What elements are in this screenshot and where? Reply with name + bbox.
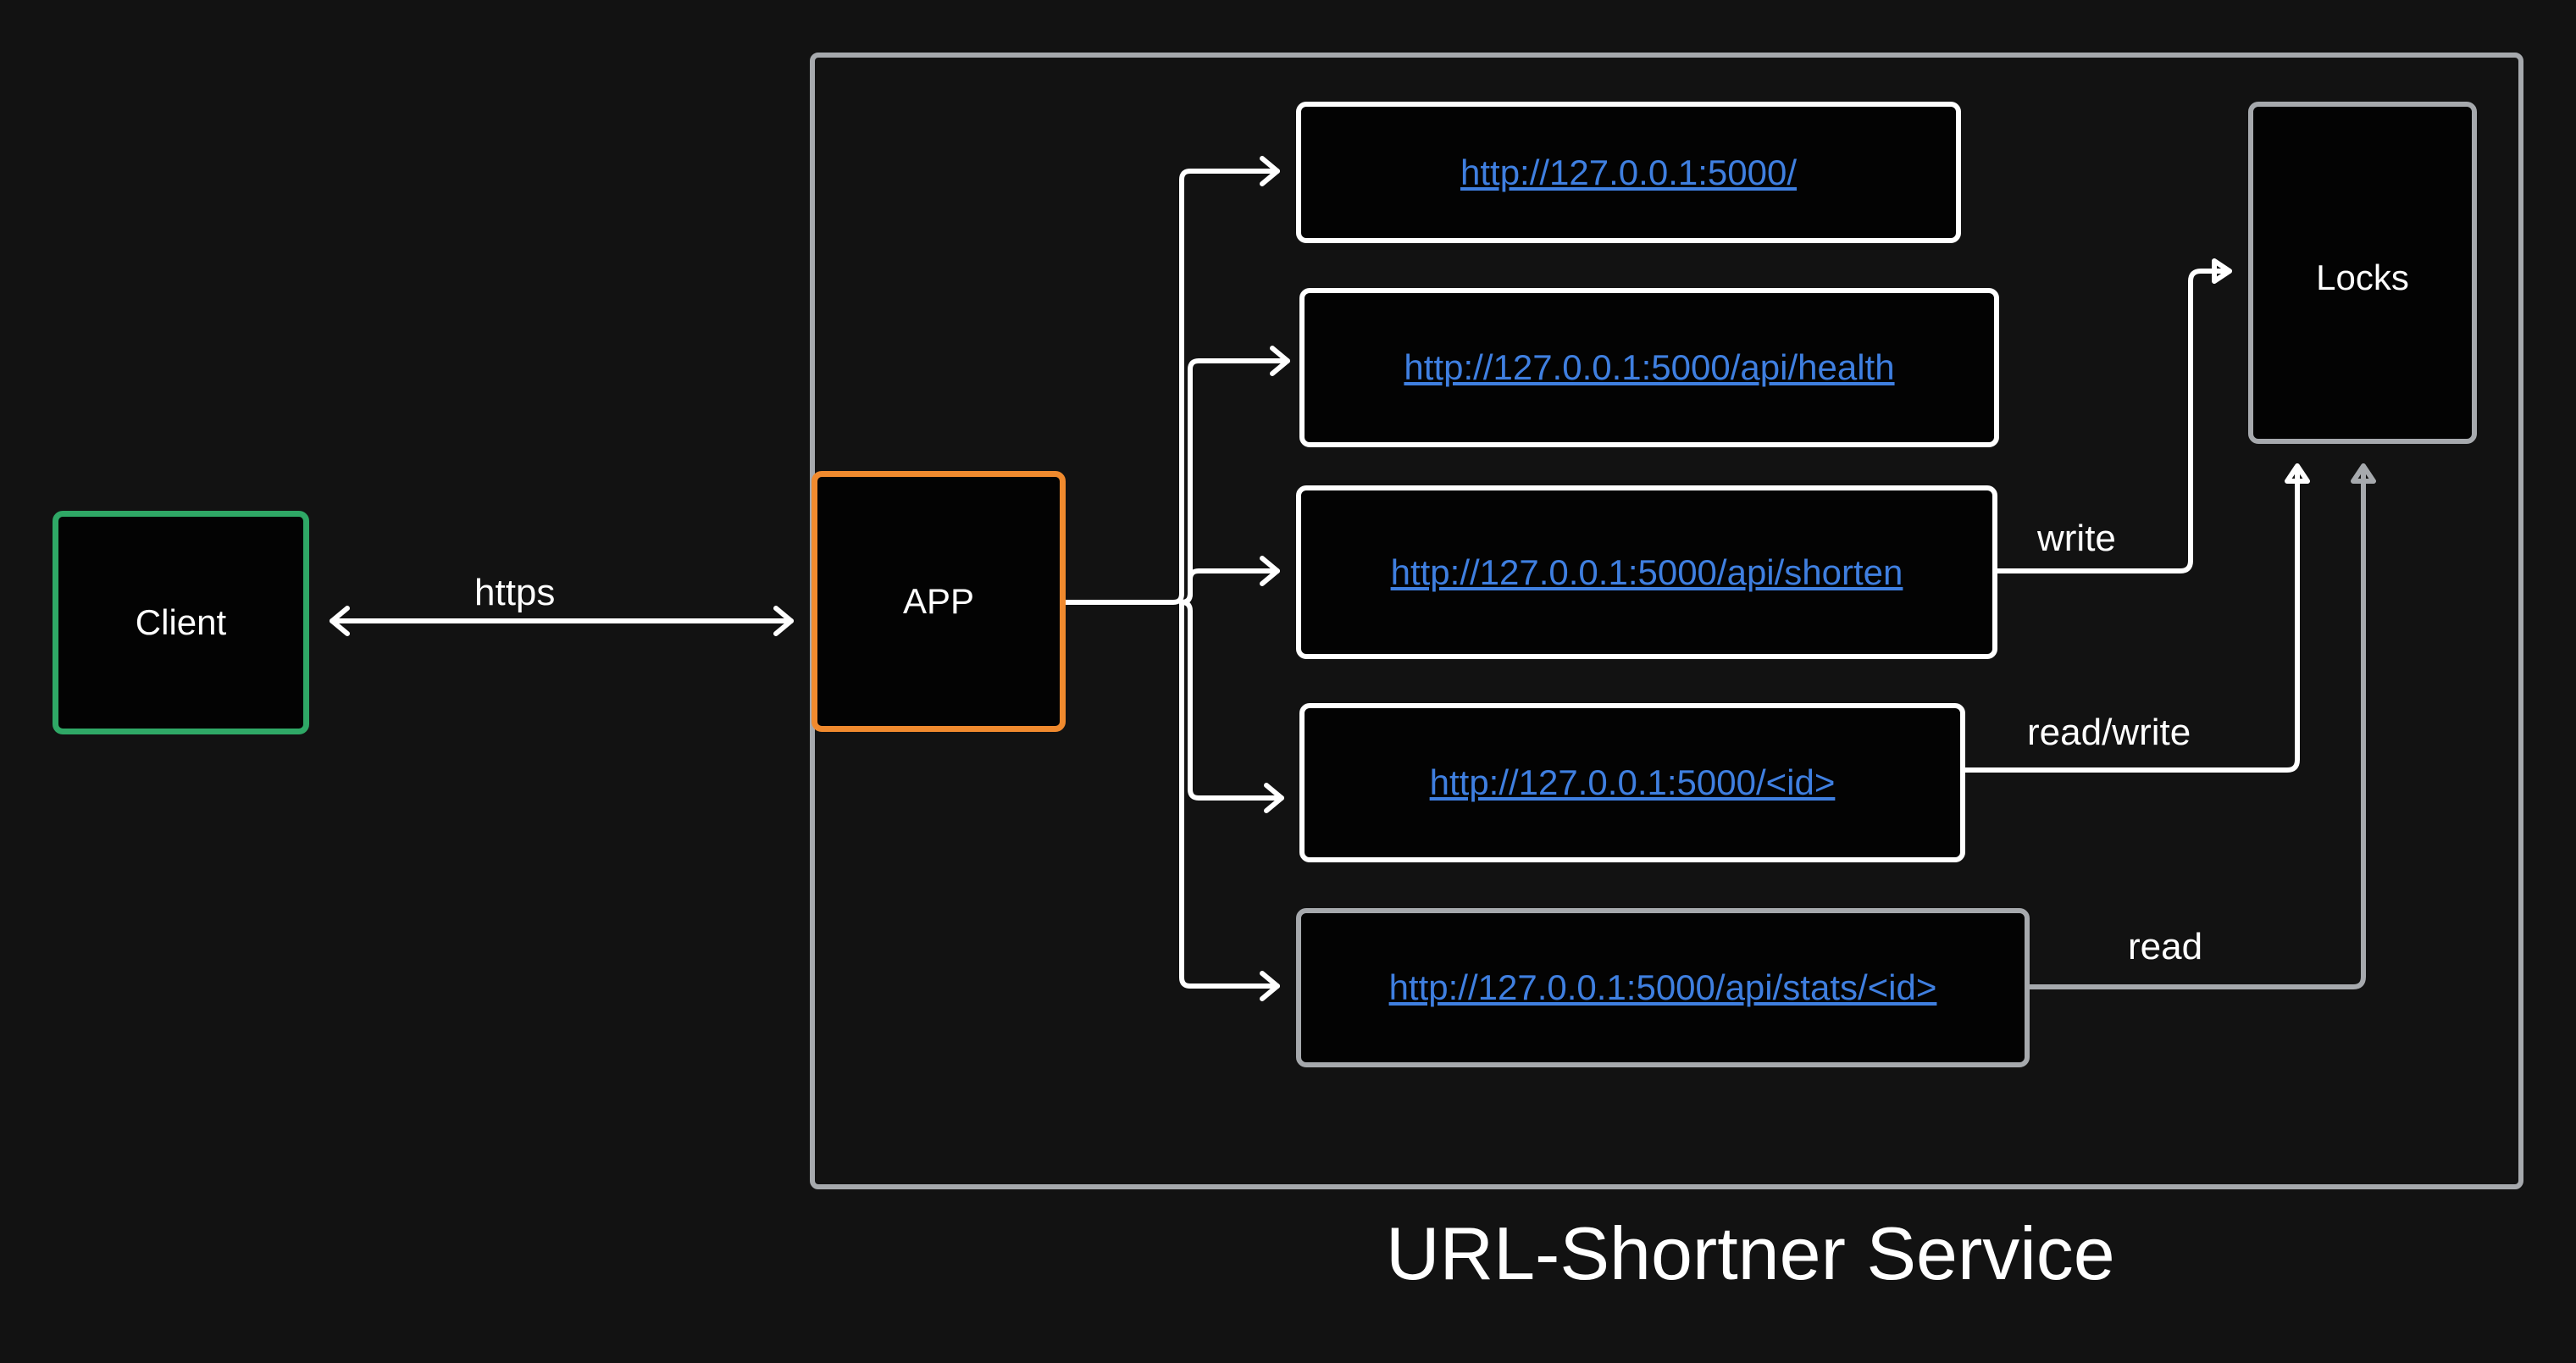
read-label: read	[2128, 926, 2203, 967]
client-app-connector	[330, 606, 794, 636]
endpoint-id-link[interactable]: http://127.0.0.1:5000/<id>	[1429, 762, 1836, 802]
endpoint-stats-link[interactable]: http://127.0.0.1:5000/api/stats/<id>	[1388, 967, 1937, 1007]
locks-label: Locks	[2316, 258, 2409, 297]
app-endpoints-connector	[1060, 156, 1290, 1001]
endpoint-health-box: http://127.0.0.1:5000/api/health	[1299, 288, 1999, 447]
id-locks-connector	[1963, 463, 2310, 773]
app-label: APP	[902, 581, 975, 621]
client-label: Client	[135, 602, 227, 642]
stats-locks-connector	[2027, 463, 2376, 989]
endpoint-stats-box: http://127.0.0.1:5000/api/stats/<id>	[1296, 908, 2030, 1067]
service-title: URL-Shortner Service	[1386, 1211, 2115, 1295]
client-node: Client	[53, 511, 309, 734]
read-write-label: read/write	[2027, 712, 2191, 753]
endpoint-shorten-link[interactable]: http://127.0.0.1:5000/api/shorten	[1390, 551, 1903, 592]
endpoint-root-box: http://127.0.0.1:5000/	[1296, 102, 1961, 243]
https-label: https	[474, 572, 556, 613]
locks-node: Locks	[2248, 102, 2477, 444]
endpoint-health-link[interactable]: http://127.0.0.1:5000/api/health	[1404, 347, 1895, 387]
endpoint-shorten-box: http://127.0.0.1:5000/api/shorten	[1296, 485, 1997, 659]
endpoint-root-link[interactable]: http://127.0.0.1:5000/	[1460, 152, 1797, 192]
endpoint-id-box: http://127.0.0.1:5000/<id>	[1299, 703, 1965, 862]
shorten-locks-connector	[1995, 258, 2232, 573]
app-node: APP	[812, 471, 1066, 732]
write-label: write	[2037, 518, 2116, 559]
